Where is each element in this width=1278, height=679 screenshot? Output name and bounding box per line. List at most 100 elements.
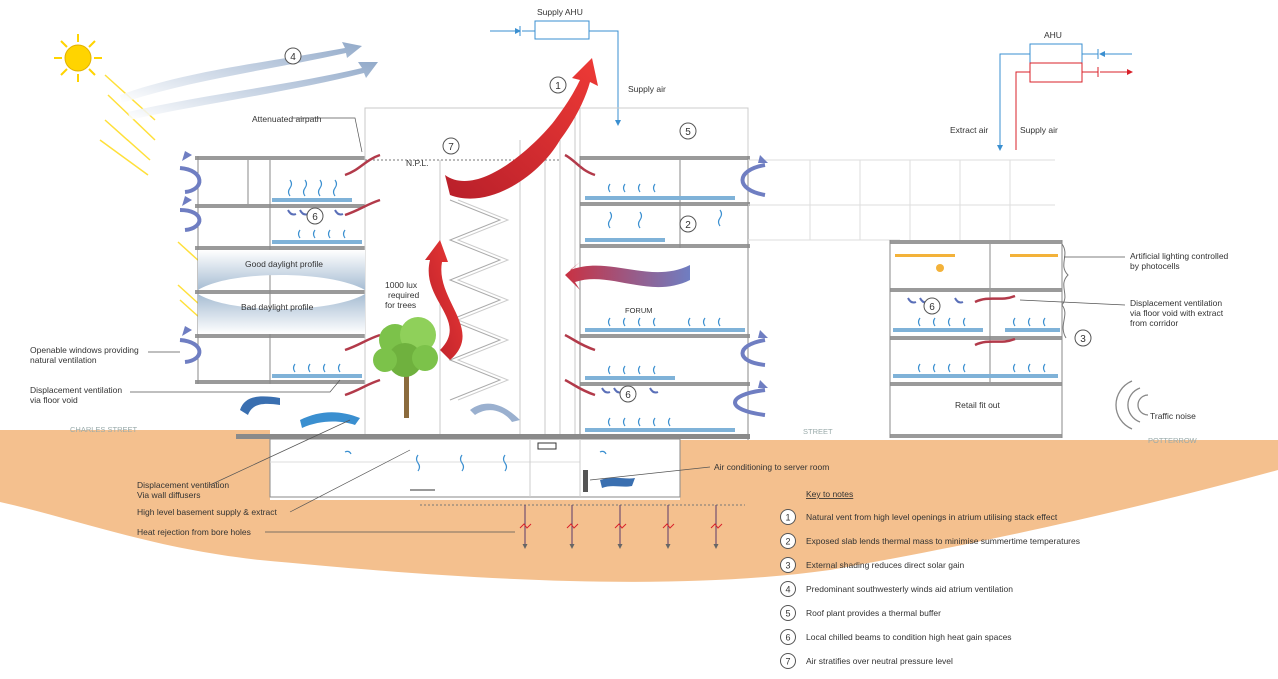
supply-ahu-unit	[490, 20, 621, 126]
key-number: 5	[785, 609, 790, 619]
key-item: 4 Predominant southwesterly winds aid atr…	[780, 581, 1013, 597]
far-right-building	[889, 240, 1069, 438]
key-number-circle	[780, 629, 796, 645]
label-basement: High level basement supply & extract	[137, 507, 277, 517]
key-text: Roof plant provides a thermal buffer	[806, 608, 941, 618]
key-number: 3	[785, 561, 790, 571]
key-number-circle	[780, 533, 796, 549]
svg-text:6: 6	[312, 212, 318, 223]
key-text: Exposed slab lends thermal mass to minim…	[806, 536, 1080, 546]
label-supply-ahu: Supply AHU	[537, 7, 583, 17]
key-list: 1 Natural vent from high level openings i…	[780, 509, 1080, 669]
marker-1: 1	[549, 76, 567, 94]
ahu-unit	[997, 43, 1133, 151]
key-number-circle	[780, 605, 796, 621]
key-number-circle	[780, 557, 796, 573]
label-charles-street: CHARLES STREET	[70, 425, 138, 434]
key-text: Air stratifies over neutral pressure lev…	[806, 656, 953, 666]
leader-lines	[130, 117, 1126, 533]
svg-text:3: 3	[1080, 334, 1086, 345]
label-lux-1: 1000 lux	[385, 280, 418, 290]
key-text: Local chilled beams to condition high he…	[806, 632, 1012, 642]
traffic-noise-icon	[1115, 380, 1149, 430]
label-ahu: AHU	[1044, 30, 1062, 40]
label-heat-rejection: Heat rejection from bore holes	[137, 527, 251, 537]
marker-5: 5	[679, 122, 697, 140]
label-artificial-2: by photocells	[1130, 261, 1180, 271]
marker-2: 2	[679, 215, 697, 233]
key-number: 7	[785, 657, 790, 667]
artificial-lighting	[895, 254, 1058, 272]
label-attenuated-airpath: Attenuated airpath	[252, 114, 322, 124]
label-disp-corr-2: via floor void with extract	[1130, 308, 1224, 318]
marker-3: 3	[1074, 329, 1092, 347]
label-supply-air-right: Supply air	[1020, 125, 1058, 135]
marker-4: 4	[284, 47, 302, 65]
label-traffic: Traffic noise	[1150, 411, 1196, 421]
label-disp-corr-1: Displacement ventilation	[1130, 298, 1222, 308]
right-building	[579, 107, 1055, 440]
stack-effect-arrows	[425, 58, 598, 360]
key-text: Natural vent from high level openings in…	[806, 512, 1058, 522]
key-item: 3 External shading reduces direct solar g…	[780, 557, 965, 573]
sun-icon	[54, 34, 102, 82]
svg-text:4: 4	[290, 52, 296, 63]
label-good-daylight: Good daylight profile	[245, 259, 323, 269]
arrowheads	[182, 151, 768, 388]
label-artificial-1: Artificial lighting controlled	[1130, 251, 1229, 261]
daylight-profiles	[198, 250, 365, 334]
key-title: Key to notes	[806, 489, 853, 499]
label-lux-2: required	[388, 290, 419, 300]
key-number: 2	[785, 537, 790, 547]
label-disp-floor-2: via floor void	[30, 395, 78, 405]
key-item: 2 Exposed slab lends thermal mass to mini…	[780, 533, 1080, 549]
marker-7: 7	[442, 137, 460, 155]
label-street: STREET	[803, 427, 833, 436]
tree-icon	[373, 317, 438, 418]
key-number: 6	[785, 633, 790, 643]
label-retail: Retail fit out	[955, 400, 1001, 410]
key-item: 5 Roof plant provides a thermal buffer	[780, 605, 941, 621]
facade-airflow-left	[179, 166, 202, 364]
key-number-circle	[780, 581, 796, 597]
marker-6-right: 6	[619, 385, 637, 403]
label-forum: FORUM	[625, 306, 653, 315]
label-supply-air-top: Supply air	[628, 84, 666, 94]
marker-6-left: 6	[306, 207, 324, 225]
marker-6-far: 6	[923, 297, 941, 315]
label-extract-air: Extract air	[950, 125, 988, 135]
key-item: 1 Natural vent from high level openings i…	[780, 509, 1058, 525]
label-potterrow: POTTERROW	[1148, 436, 1198, 445]
label-bad-daylight: Bad daylight profile	[241, 302, 314, 312]
chilled-beams	[272, 196, 1060, 432]
key-number: 4	[785, 585, 790, 595]
mixed-airflow-arrows	[240, 262, 690, 488]
cool-air-squiggles	[287, 179, 1046, 472]
label-disp-wall-2: Via wall diffusers	[137, 490, 200, 500]
svg-text:6: 6	[625, 390, 631, 401]
label-openable-2: natural ventilation	[30, 355, 97, 365]
svg-text:2: 2	[685, 220, 691, 231]
key-number: 1	[785, 513, 790, 523]
label-server-room: Air conditioning to server room	[714, 462, 829, 472]
label-lux-3: for trees	[385, 300, 416, 310]
label-disp-corr-3: from corridor	[1130, 318, 1178, 328]
bore-holes	[420, 504, 745, 549]
label-npl: N.P.L.	[406, 158, 429, 168]
key-number-circle	[780, 509, 796, 525]
ground	[0, 430, 1278, 582]
facade-airflow-right	[733, 163, 766, 417]
svg-text:6: 6	[929, 302, 935, 313]
key-text: External shading reduces direct solar ga…	[806, 560, 965, 570]
label-openable-1: Openable windows providing	[30, 345, 139, 355]
wind-arrows	[120, 42, 378, 120]
svg-text:5: 5	[685, 127, 691, 138]
key-item: 6 Local chilled beams to condition high h…	[780, 629, 1012, 645]
label-disp-floor-1: Displacement ventilation	[30, 385, 122, 395]
key-text: Predominant southwesterly winds aid atri…	[806, 584, 1013, 594]
basement	[236, 434, 750, 498]
label-disp-wall-1: Displacement ventilation	[137, 480, 229, 490]
key-number-circle	[780, 653, 796, 669]
